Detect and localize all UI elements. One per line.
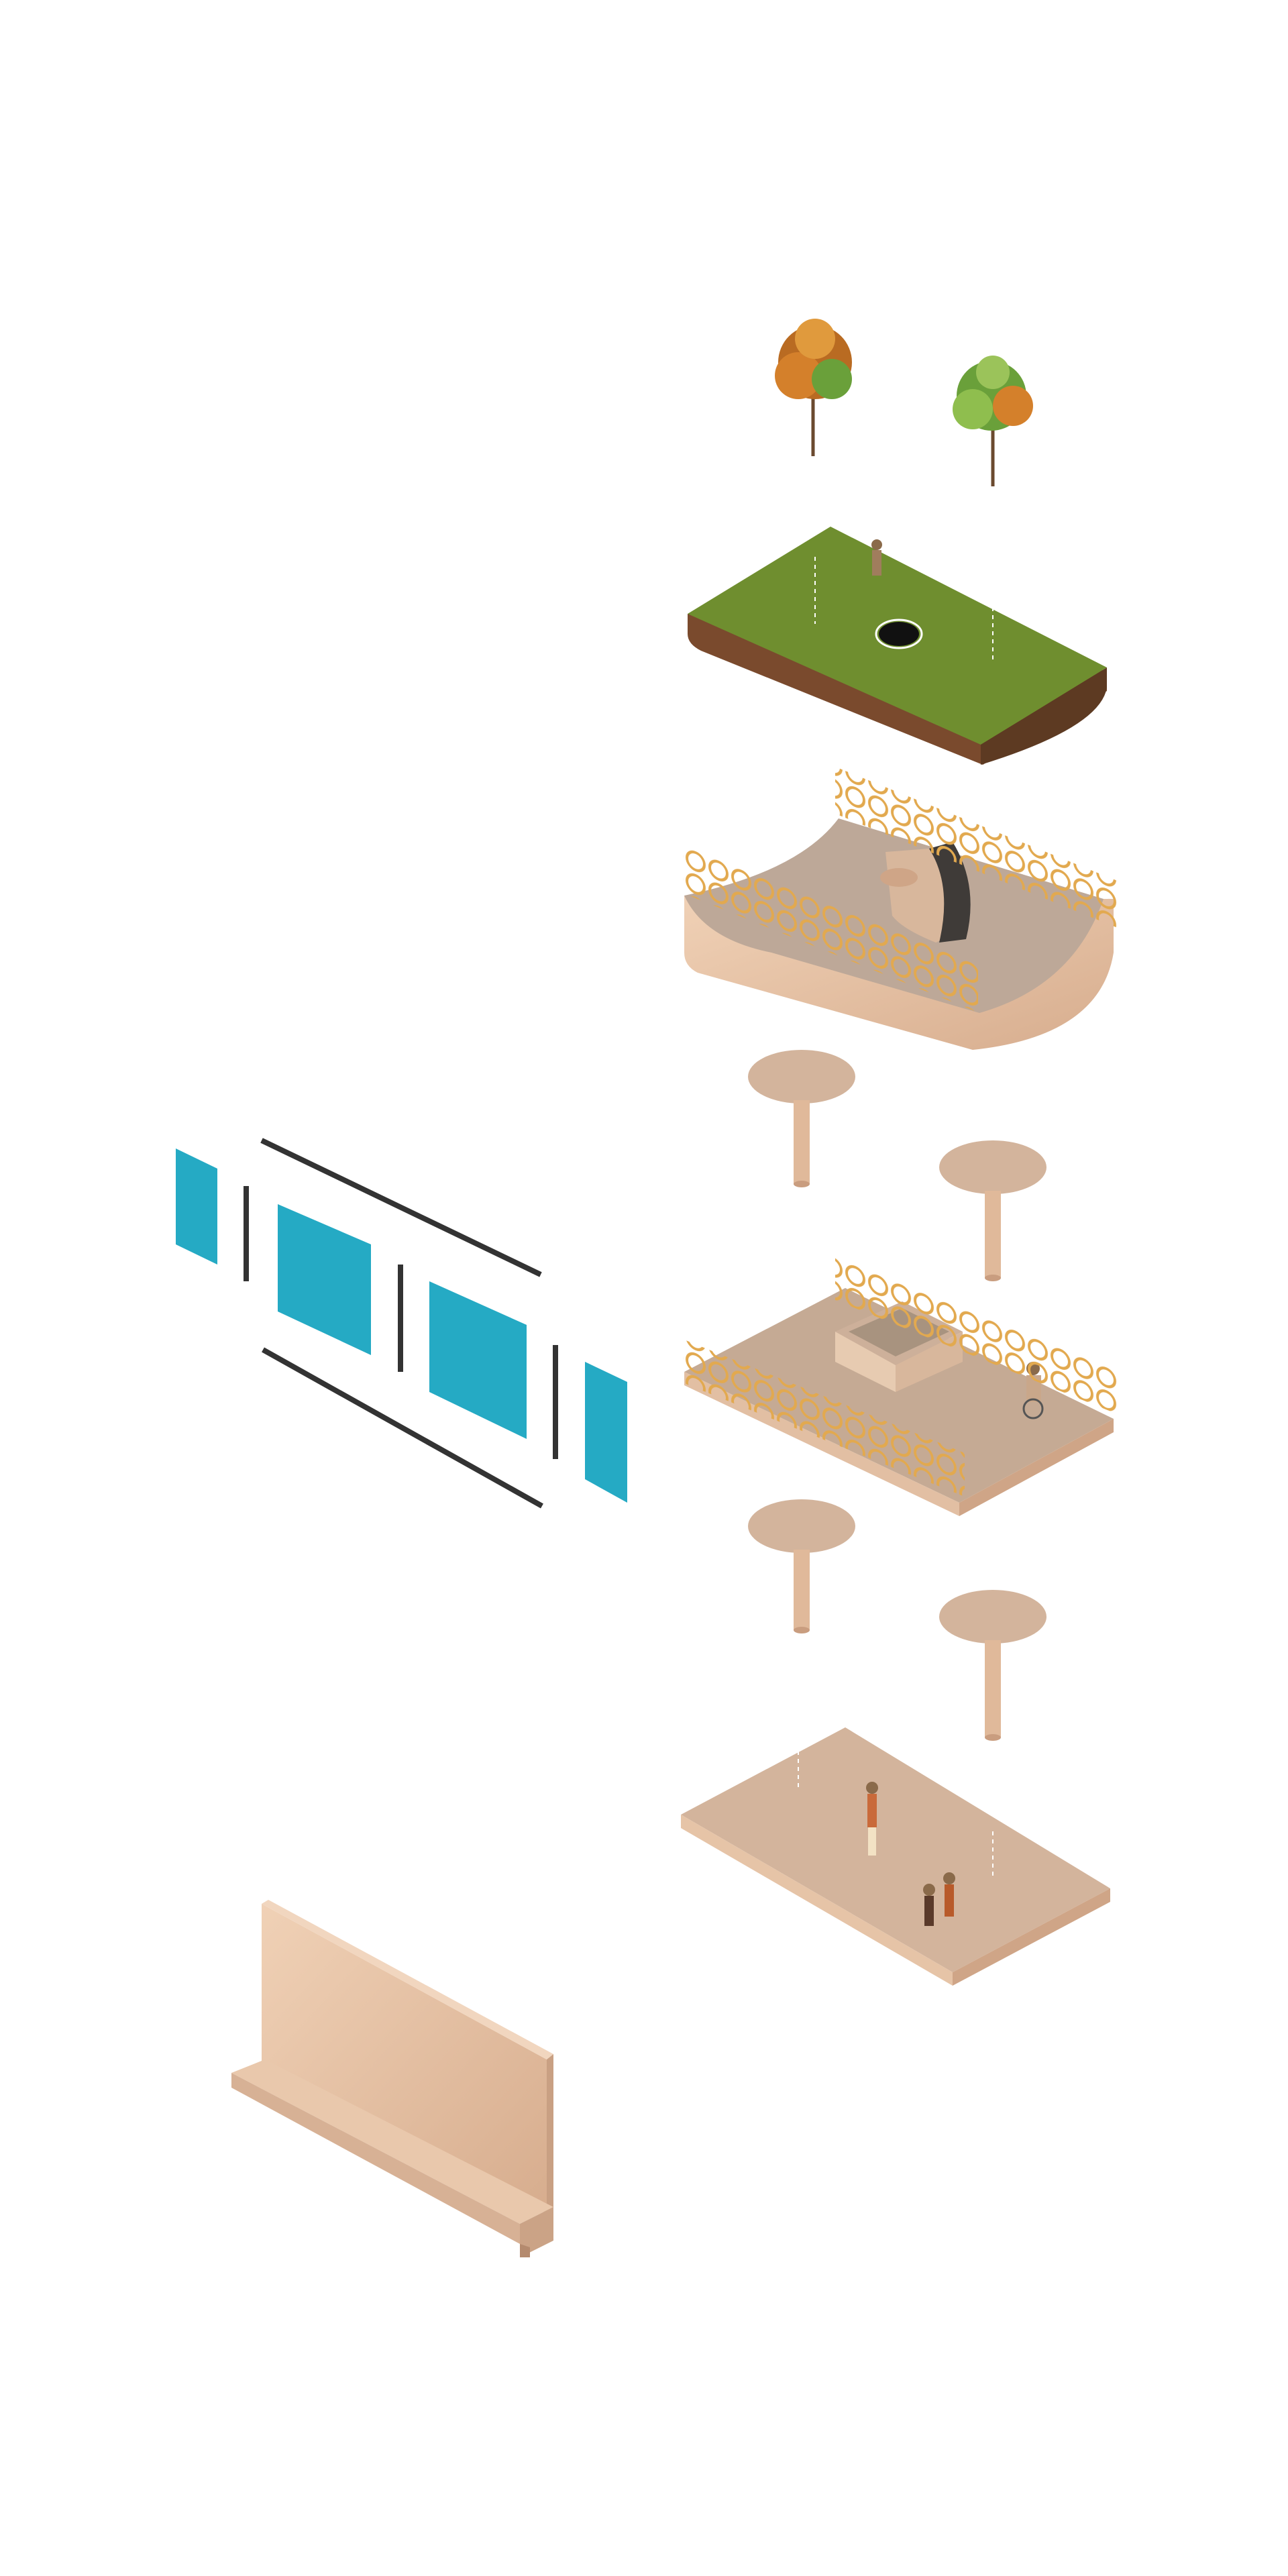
upper-shell-module xyxy=(683,767,1117,1050)
tree-icon xyxy=(953,356,1033,486)
column xyxy=(748,1050,855,1187)
column xyxy=(939,1140,1046,1281)
column xyxy=(748,1499,855,1633)
bench-wall-module xyxy=(231,1900,553,2257)
green-roof-slab xyxy=(688,527,1107,765)
person-figure xyxy=(923,1884,935,1926)
tree-icon xyxy=(775,319,852,456)
person-figure xyxy=(866,1782,878,1856)
glass-panel xyxy=(278,1204,371,1355)
glazing-system xyxy=(176,1138,627,1509)
transom-bar xyxy=(262,1347,543,1509)
glass-panel xyxy=(429,1281,527,1439)
column xyxy=(939,1590,1046,1741)
ground-slab-module xyxy=(681,1727,1110,1986)
glass-panel xyxy=(176,1148,217,1265)
glass-panel xyxy=(585,1362,627,1503)
transom-bar xyxy=(260,1138,542,1277)
person-figure xyxy=(943,1872,955,1917)
middle-deck-module xyxy=(683,1256,1117,1516)
person-figure xyxy=(871,539,882,576)
